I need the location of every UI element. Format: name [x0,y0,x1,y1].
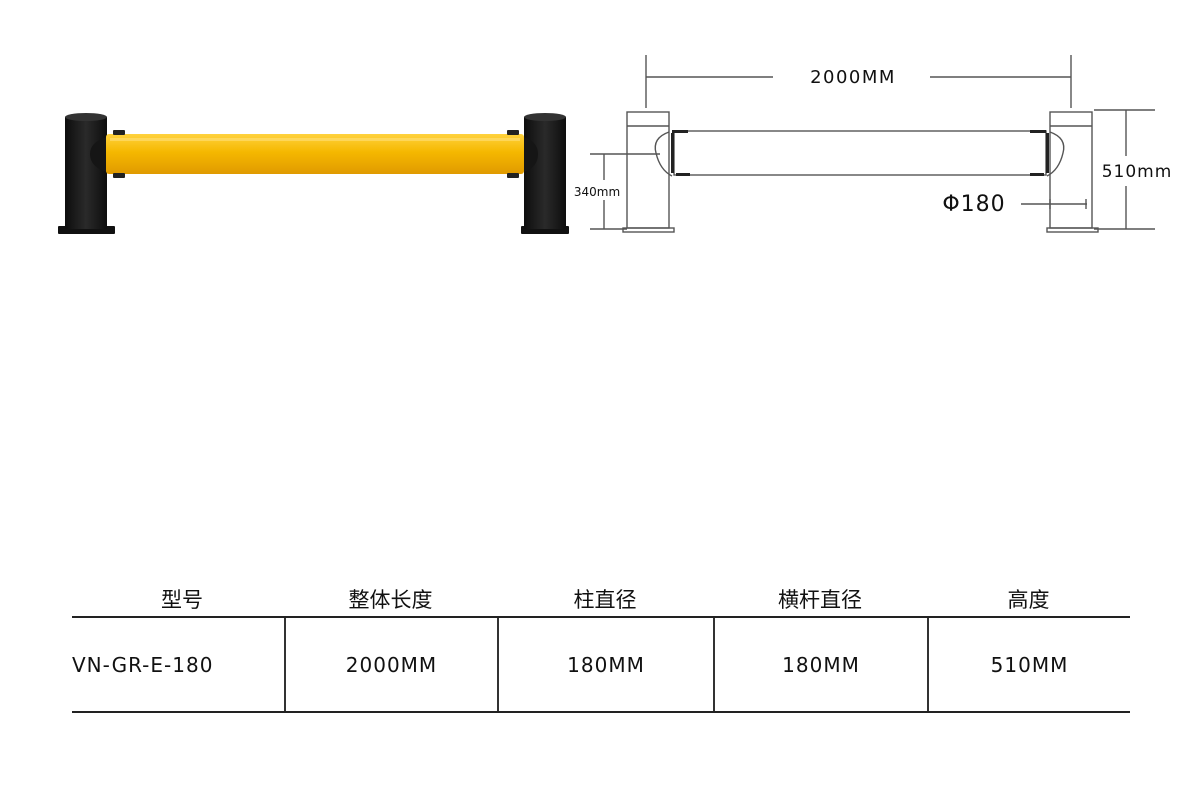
rail-diameter-label: Φ180 [942,192,1005,217]
drawing-rail [673,130,1047,176]
rail-height-label: 340mm [574,185,620,199]
drawing-bracket [1030,173,1044,176]
drawing-left-post [622,111,675,233]
cell-model: VN-GR-E-180 [72,652,214,677]
rail-height-dimension [590,153,660,230]
yellow-rail [106,130,524,178]
drawing-right-post [1046,111,1099,233]
cell-post-diameter: 180MM [497,618,713,711]
header-post-diameter: 柱直径 [573,588,637,612]
length-dimension [645,55,1072,108]
header-overall-length: 整体长度 [348,588,433,612]
spec-table-header: 型号 整体长度 柱直径 横杆直径 高度 [72,585,1130,618]
cell-rail-diameter: 180MM [713,618,927,711]
cell-height: 510MM [927,618,1130,711]
table-row: VN-GR-E-180 2000MM 180MM 180MM 510MM [72,618,1130,713]
drawing-bracket [676,173,690,176]
drawing-bracket [1030,130,1046,133]
drawing-bracket [672,130,688,133]
diameter-leader [1021,199,1087,209]
header-model: 型号 [161,588,203,612]
right-post [521,113,569,234]
header-height: 高度 [1007,588,1050,612]
height-dimension [1094,109,1155,230]
height-label: 510mm [1102,162,1173,182]
header-rail-diameter: 横杆直径 [778,588,862,612]
product-illustration [58,113,569,234]
cell-overall-length: 2000MM [284,618,497,711]
spec-table: 型号 整体长度 柱直径 横杆直径 高度 VN-GR-E-180 2000MM 1… [72,585,1130,713]
drawing-bracket [671,133,674,173]
drawing-bracket [1046,133,1049,173]
left-post [58,113,115,234]
length-label: 2000MM [810,67,896,88]
technical-drawing: 2000MM 510mm 340mm Φ180 [574,55,1173,233]
